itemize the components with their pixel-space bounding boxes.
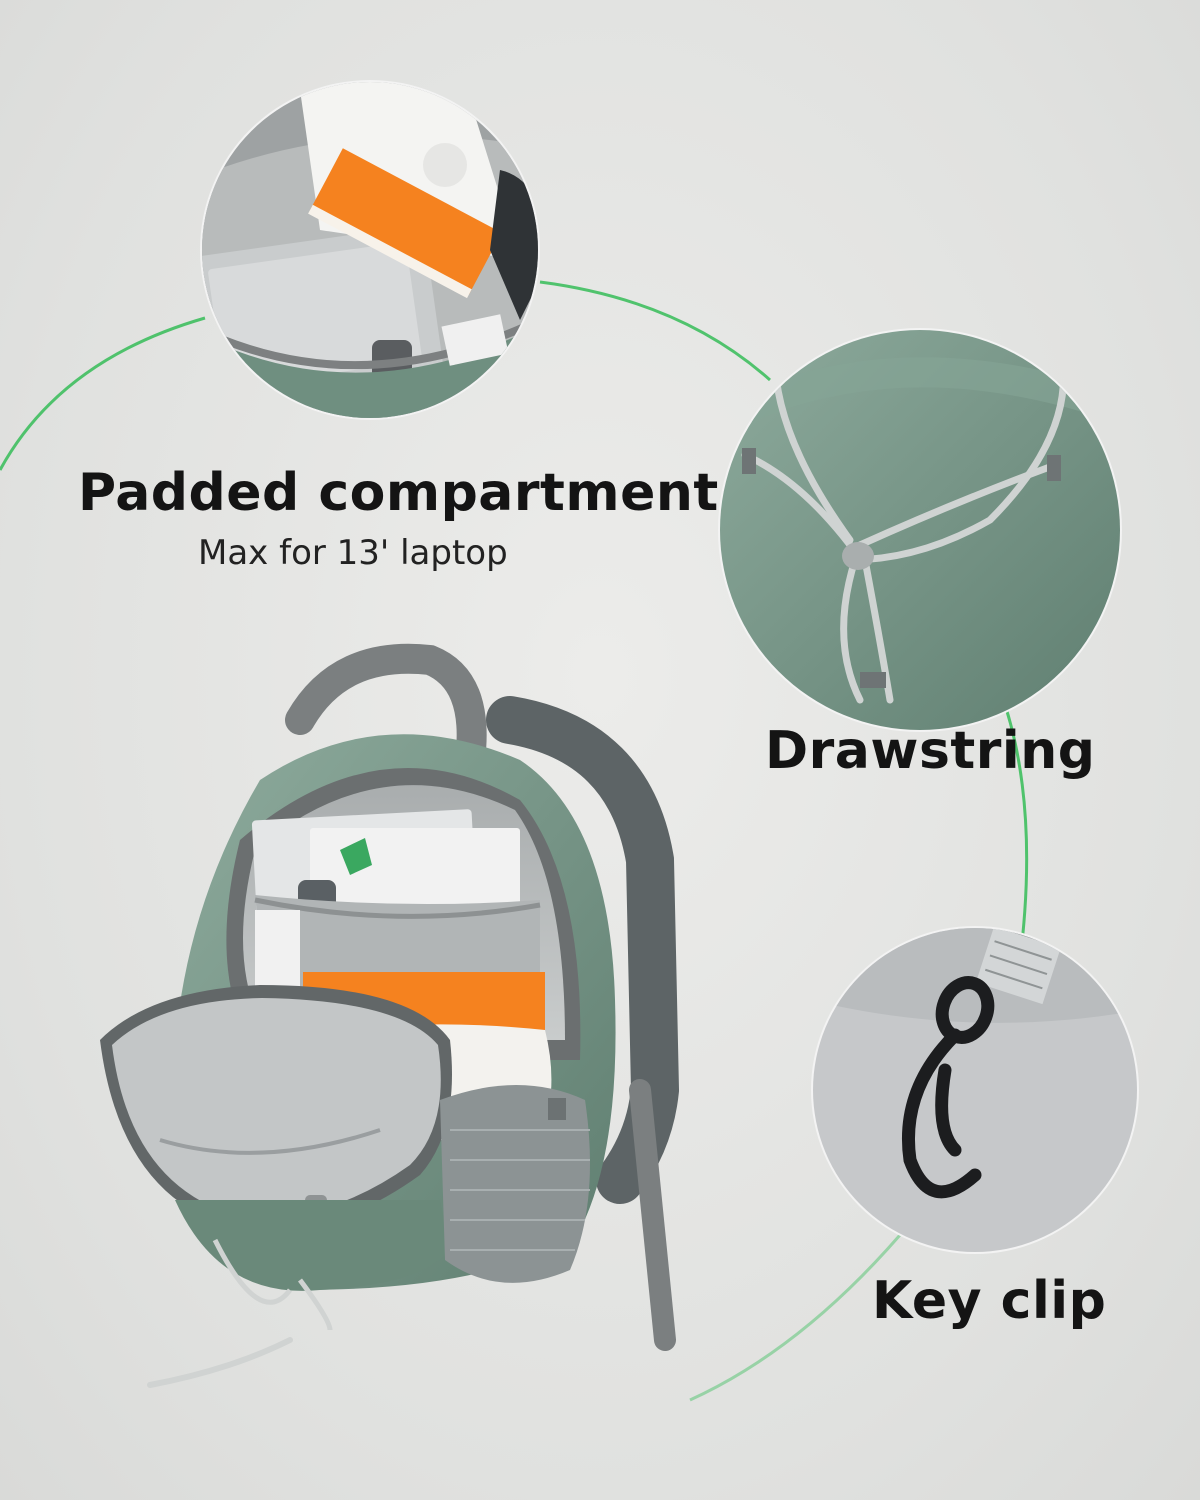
laptop-compartment-photo <box>200 80 540 420</box>
backpack-photo <box>100 643 680 1388</box>
padded-compartment-subtitle: Max for 13' laptop <box>198 533 508 573</box>
padded-compartment-title: Padded compartment <box>78 463 719 523</box>
drawstring-title: Drawstring <box>765 721 1096 781</box>
connector-arcs <box>0 280 1029 1402</box>
key-clip-photo <box>811 926 1139 1254</box>
key-clip-title: Key clip <box>872 1271 1107 1331</box>
drawstring-photo <box>718 328 1122 732</box>
